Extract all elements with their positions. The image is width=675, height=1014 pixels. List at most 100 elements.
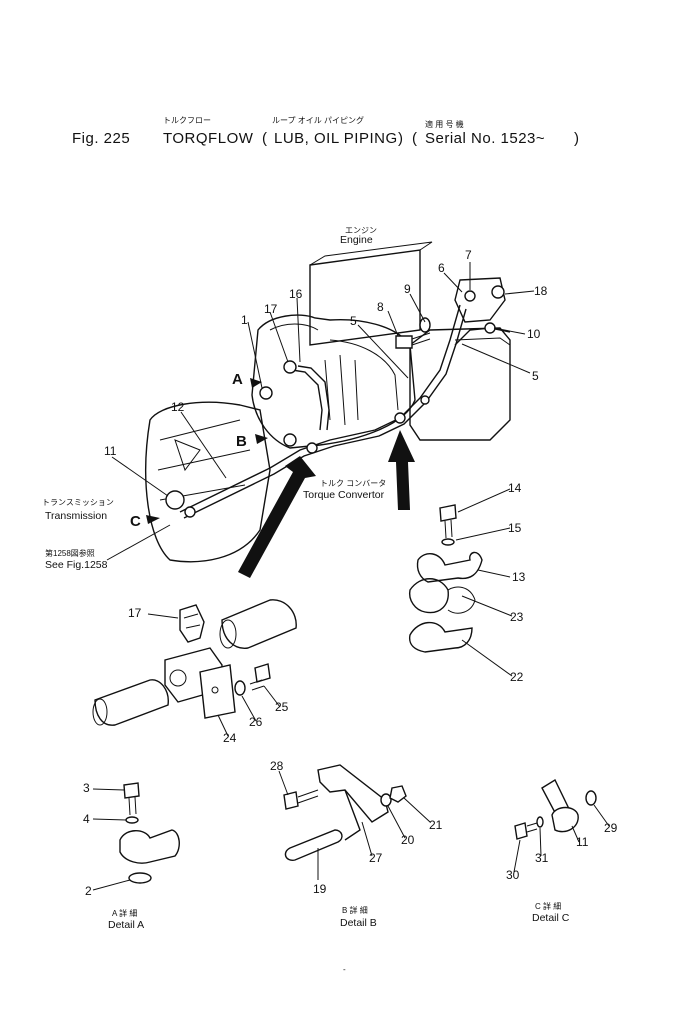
part-number: 10 [527,327,541,341]
adapter-right-end [219,619,237,649]
bolt-8-head [395,335,413,349]
part-number: 8 [377,300,384,314]
fitting-11 [165,490,185,510]
elbow-17 [179,604,205,643]
part-number: 23 [510,610,524,624]
bolt-3-head [123,782,140,799]
part-number: 6 [438,261,445,275]
serial-number: Serial No. 1523~ [425,130,545,147]
engine-block [309,249,421,346]
main-assembly: エンジン Engine トルク コンバータ Torque Convertor ト… [42,226,511,578]
big-arrow-right-icon [388,430,415,510]
pipe-16 [291,369,323,431]
washer-9 [419,317,431,333]
fitting-7 [464,290,476,302]
detail-c-label-jp: C 詳 細 [535,901,561,911]
detail-a-label: Detail A [108,919,144,931]
part-number: 19 [313,882,327,896]
detail-letter-b: B [236,433,247,450]
adapter-left-end [92,698,108,726]
part-number: 21 [429,818,443,832]
torque-converter-housing [251,314,416,449]
part-number: 14 [508,481,522,495]
cushion-23-inner [447,586,476,614]
detail-b: B 詳 細 Detail B [283,764,407,929]
part-number: 28 [270,759,284,773]
bracket-hole [211,686,219,694]
part-number: 11 [104,444,117,458]
bracket-27 [317,764,389,823]
bolt-28-shank [297,789,319,804]
pipe-5-right [454,327,511,346]
swivel-exploded [92,599,297,726]
nut-21 [389,785,407,803]
bolt-30-head [514,822,528,840]
paren-open-1: ( [262,130,268,147]
fitting-1 [259,386,273,400]
engine-label: Engine [340,234,373,246]
washer-20 [380,793,392,807]
bolt-30-shank [526,822,538,833]
washer-31 [536,816,544,828]
elbow-17-thread [183,613,201,629]
part-number: 13 [512,570,526,584]
adapter-left [94,679,169,726]
fitting-18 [491,285,505,299]
leader-lines [92,262,610,891]
part-numbers: 1 2 3 4 5 5 6 7 8 9 10 11 11 12 13 14 15… [83,248,618,898]
bolt-25-shank [249,679,265,691]
see-fig-label: See Fig.1258 [45,559,108,571]
arrow-a-icon [250,378,262,388]
flange-11-c [551,806,579,833]
big-arrow-left-icon [238,456,316,578]
swivel-port [169,669,187,687]
bolt-3-shank [128,796,137,816]
arrow-c-icon [146,515,160,524]
filter-box [409,327,511,441]
oring-2 [128,872,152,884]
paren-close-2: ) [574,130,580,147]
footer-mark: - [343,965,346,974]
bolt-25-head [254,663,271,683]
cushion-23-outer [408,578,449,614]
clamp-13 [394,412,406,424]
see-fig-leader [106,524,171,561]
paren-close-1: ) [398,130,404,147]
torque-converter-label-jp: トルク コンバータ [320,479,386,488]
washer-15 [441,538,455,546]
detail-a: A 詳 細 Detail A [108,782,180,931]
part-number: 27 [369,851,383,865]
part-number: 31 [535,851,549,865]
fitting-12 [184,506,196,518]
bolt-8-shank [411,332,431,346]
elbow-detail-a [119,829,180,864]
part-number: 16 [289,287,303,301]
housing-detail-2 [329,339,399,411]
pipe-16-b [297,365,330,431]
torque-converter-label: Torque Convertor [303,489,385,501]
part-number: 17 [264,302,278,316]
page-subtitle: LUB, OIL PIPING [274,130,398,147]
transmission-body [145,401,271,563]
part-number: 20 [401,833,415,847]
bolt-14-shank [444,519,453,539]
part-number: 24 [223,731,237,745]
detail-a-label-jp: A 詳 細 [112,908,137,918]
fitting-19 [284,829,343,861]
bolt-28-head [283,791,299,810]
part-number: 2 [85,884,92,898]
detail-c: C 詳 細 Detail C [514,778,597,924]
fitting-17 [283,360,297,374]
part-number: 7 [465,248,472,262]
part-number: 5 [532,369,539,383]
detail-b-label: Detail B [340,917,377,929]
part-number: 30 [506,868,520,882]
part-number: 5 [350,314,357,328]
part-number: 1 [241,313,248,327]
clamp-13b [420,395,430,405]
oring-29 [585,790,597,806]
part-number: 17 [128,606,142,620]
housing-detail [269,323,319,331]
part-number: 25 [275,700,289,714]
